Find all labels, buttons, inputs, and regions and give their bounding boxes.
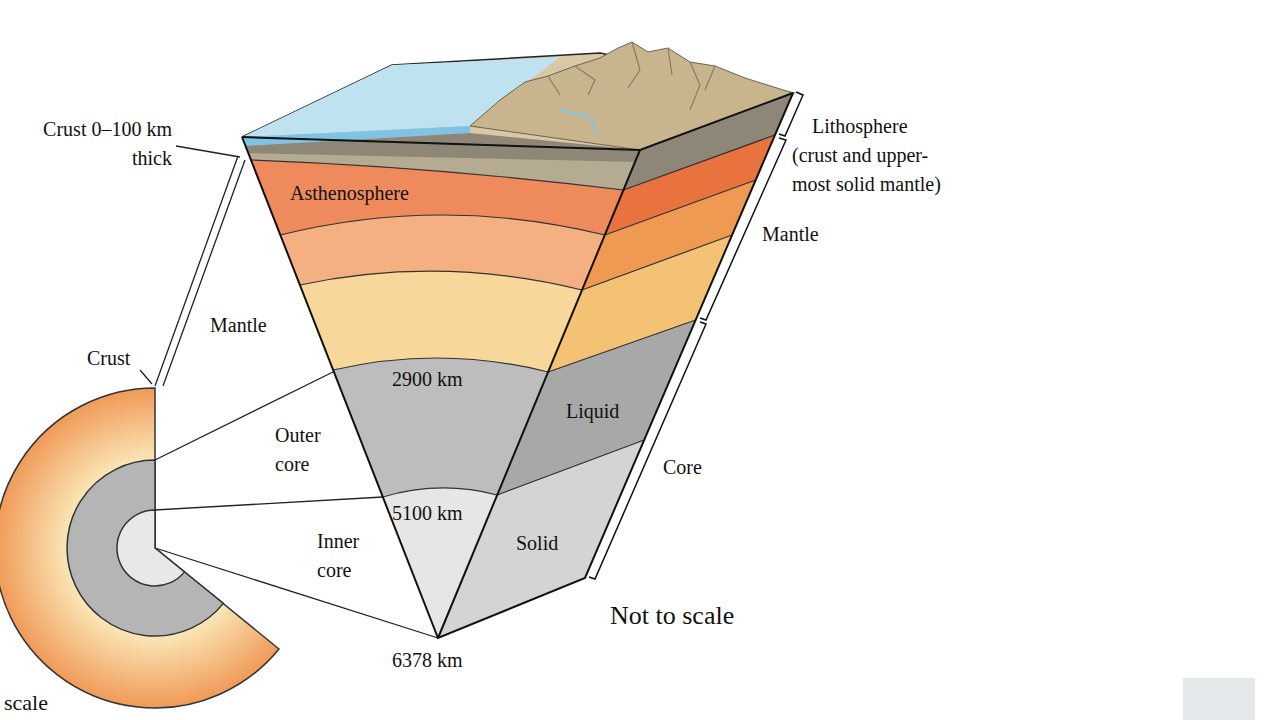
layer-label: (crust and upper-most solid mantle) xyxy=(792,141,964,199)
corner-icon xyxy=(1183,678,1255,720)
layer-label: 5100 km xyxy=(392,499,463,528)
layer-label: 2900 km xyxy=(392,365,463,394)
wedge-outline xyxy=(242,93,793,638)
layer-label: 6378 km xyxy=(392,646,463,675)
layer-label: Mantle xyxy=(762,220,819,249)
layer-label: Inner core xyxy=(317,527,387,585)
brackets xyxy=(589,92,803,579)
layer-label: Mantle xyxy=(210,311,267,340)
layer-label: Outer core xyxy=(275,421,345,479)
layer-label: Lithosphere xyxy=(812,112,908,141)
layer-label: Solid xyxy=(516,529,558,558)
layer-label: Not to scale xyxy=(610,598,734,633)
layer-label: Crust xyxy=(87,344,130,373)
layer-label: Asthenosphere xyxy=(290,179,409,208)
layer-label: Crust 0–100 km thick xyxy=(12,115,172,173)
layer-label: Core xyxy=(663,453,702,482)
inset-section xyxy=(0,388,279,708)
layer-label: Liquid xyxy=(566,397,619,426)
right-face xyxy=(438,93,793,638)
layer-label: scale xyxy=(4,688,48,718)
